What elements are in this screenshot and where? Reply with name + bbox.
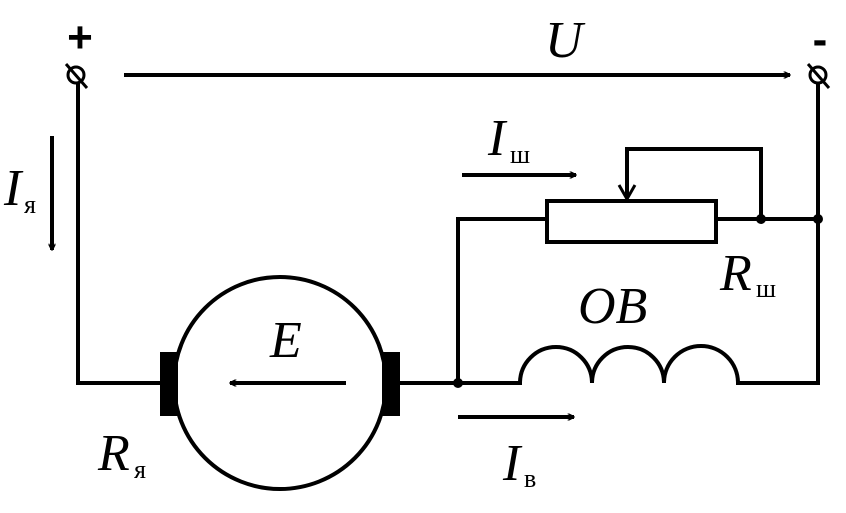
junction-dot bbox=[813, 214, 823, 224]
svg-text:ш: ш bbox=[510, 140, 530, 169]
field-winding-coil bbox=[517, 344, 741, 386]
shunt-resistor bbox=[545, 199, 718, 244]
field-current-label: I в bbox=[502, 435, 536, 493]
armature-brush-left bbox=[160, 352, 178, 416]
svg-text:I: I bbox=[3, 160, 24, 217]
svg-text:я: я bbox=[24, 190, 36, 219]
shunt-branch-wire bbox=[456, 217, 549, 385]
svg-text:I: I bbox=[487, 110, 508, 167]
voltage-label: U bbox=[545, 12, 586, 69]
junction-dot bbox=[756, 214, 766, 224]
field-winding-label: ОВ bbox=[578, 278, 647, 335]
shunt-resistor-label: R ш bbox=[719, 245, 776, 303]
svg-text:R: R bbox=[719, 245, 752, 302]
plus-sign: + bbox=[67, 13, 93, 62]
svg-text:ш: ш bbox=[756, 274, 776, 303]
rheostat-bypass-wire bbox=[625, 147, 763, 221]
svg-text:R: R bbox=[97, 425, 130, 482]
svg-text:I: I bbox=[502, 435, 523, 492]
left-wire bbox=[76, 82, 162, 385]
minus-terminal bbox=[806, 63, 831, 89]
armature-current-label: I я bbox=[3, 160, 36, 219]
junction-dot bbox=[453, 378, 463, 388]
minus-sign: - bbox=[813, 15, 828, 64]
shunt-current-label: I ш bbox=[487, 110, 530, 169]
armature-brush-right bbox=[382, 352, 400, 416]
emf-label: E bbox=[269, 312, 302, 369]
right-wire bbox=[738, 82, 820, 385]
svg-text:я: я bbox=[134, 455, 146, 484]
svg-text:в: в bbox=[524, 464, 536, 493]
armature-resistance-label: R я bbox=[97, 425, 146, 484]
plus-terminal bbox=[64, 63, 89, 89]
